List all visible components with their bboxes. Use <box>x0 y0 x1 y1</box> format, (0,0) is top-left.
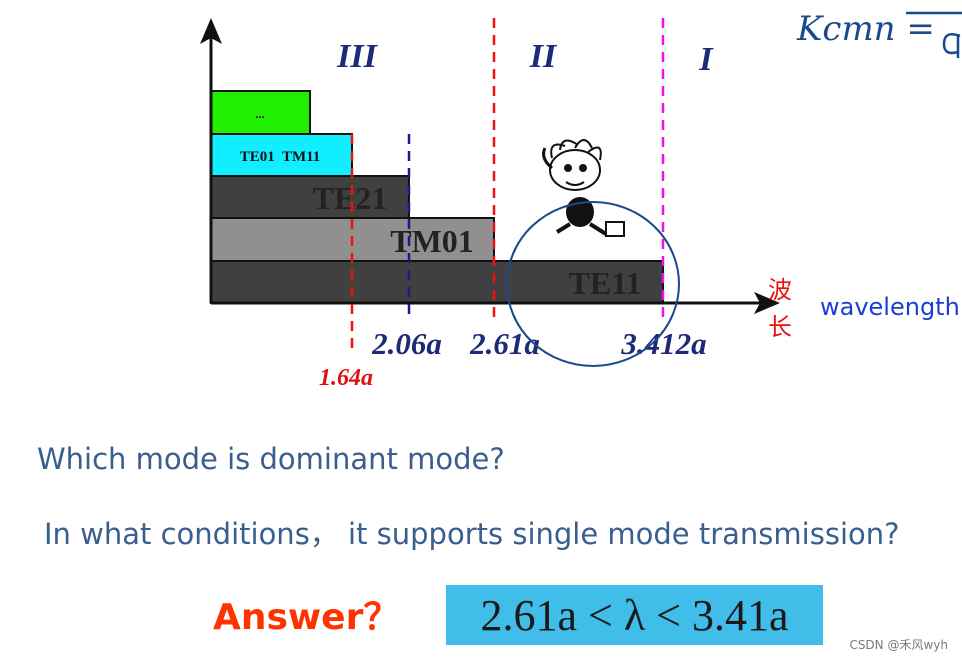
question-single-mode: In what conditions， it supports single m… <box>44 517 900 551</box>
handwritten-circle <box>506 201 680 367</box>
region-3-label: III <box>336 38 378 75</box>
watermark: CSDN @禾风wyh <box>849 638 948 652</box>
bar-higher-label: ... <box>256 107 265 121</box>
answer-formula-box: 2.61a < λ < 3.41a <box>446 585 823 645</box>
cutoff-label-2-06a: 2.06a <box>371 326 442 361</box>
cutoff-label-1-64a: 1.64a <box>319 365 373 391</box>
bar-te01-tm11-label: TE01 TM11 <box>240 149 321 165</box>
axis-label-en: wavelength <box>820 293 960 321</box>
handwritten-formula: Kcmn = <box>796 9 935 49</box>
bar-te11-label: TE11 <box>569 265 642 301</box>
handwritten-denominator <box>942 33 961 58</box>
region-2-label: II <box>529 38 558 75</box>
bar-te21-label: TE21 <box>313 180 388 216</box>
bar-te01-tm11 <box>210 133 353 177</box>
cutoff-label-2-61a: 2.61a <box>469 326 540 361</box>
y-axis-arrow-icon <box>200 18 222 44</box>
bar-tm01-label: TM01 <box>390 223 474 259</box>
axis-label-zh-2: 长 <box>768 313 792 341</box>
question-dominant-mode: Which mode is dominant mode? <box>37 442 505 476</box>
thinking-person-icon <box>542 139 625 237</box>
x-axis-arrow-icon <box>754 292 780 314</box>
answer-label: Answer？ <box>213 597 400 638</box>
answer-formula: 2.61a < λ < 3.41a <box>480 590 789 640</box>
region-1-label: I <box>698 41 714 78</box>
mode-cutoff-diagram: ... TE01 TM11 TE21 TM01 TE11 III II I 1.… <box>200 9 962 391</box>
axis-label-zh-1: 波 <box>768 276 792 304</box>
